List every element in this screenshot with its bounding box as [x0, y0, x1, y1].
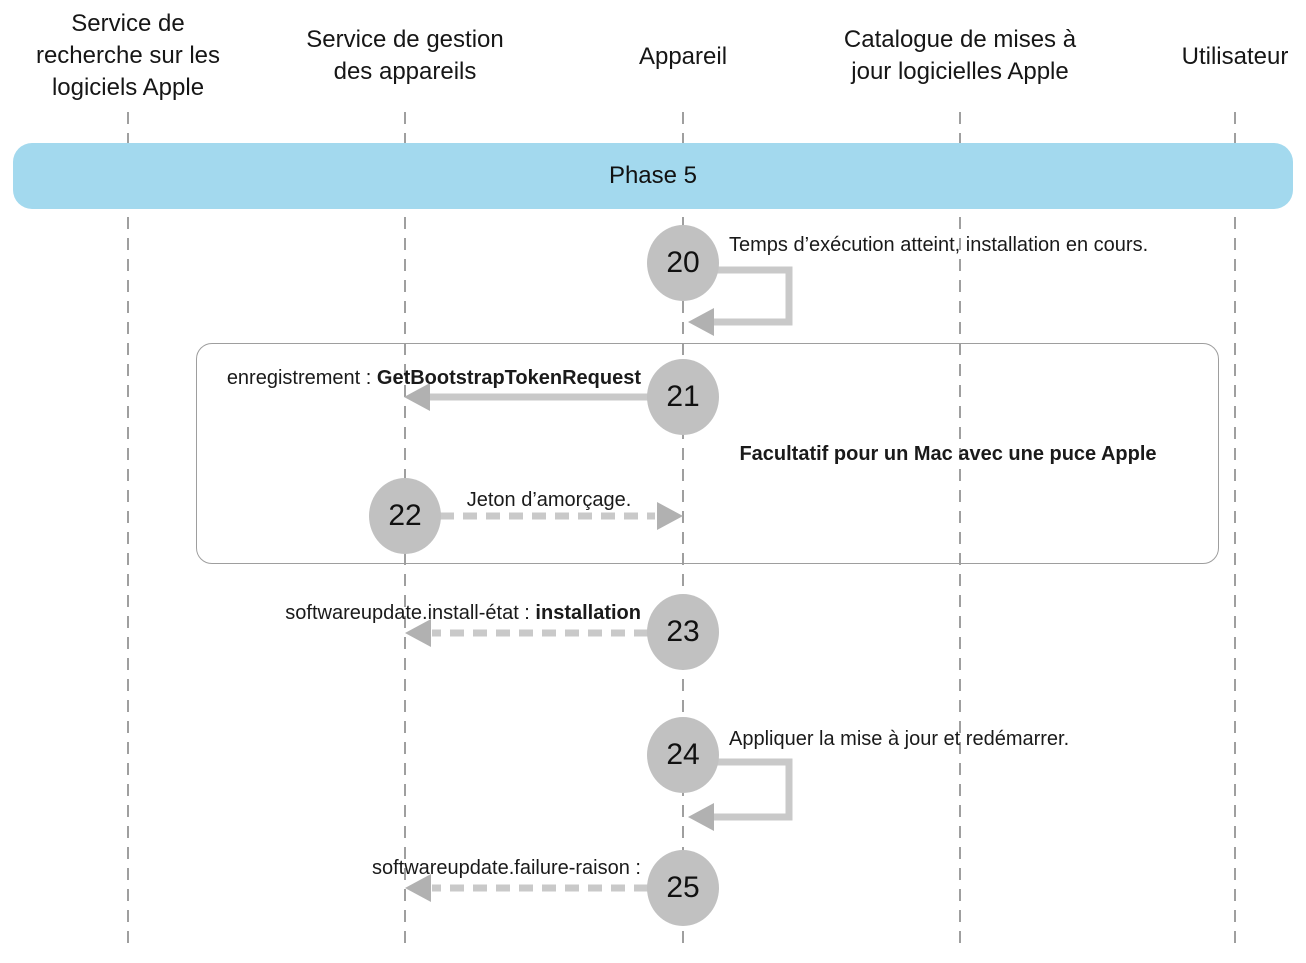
phase-banner-label: Phase 5 — [608, 162, 698, 189]
step-22-circle: 22 — [369, 478, 441, 554]
step-24-label: Appliquer la mise à jour et redémarrer. — [729, 728, 1070, 750]
step-24-circle: 24 — [647, 717, 719, 793]
lifeline-software-lookup-service — [127, 112, 129, 950]
step-22-label: Jeton d’amorçage. — [466, 489, 632, 511]
step-23-circle: 23 — [647, 594, 719, 670]
lifeline-user — [1234, 112, 1236, 950]
step-25-label: softwareupdate.failure-raison : — [371, 857, 641, 879]
actor-software-update-catalog: Catalogue de mises à jour logicielles Ap… — [843, 26, 1077, 85]
step-21-label-prefix: enregistrement : — [226, 367, 377, 389]
step-21-label: enregistrement : GetBootstrapTokenReques… — [227, 366, 641, 390]
step-23-label-prefix: softwareupdate.install-état : — [285, 602, 536, 624]
step-21-circle: 21 — [647, 359, 719, 435]
step-20-arrowhead-icon — [688, 308, 714, 336]
phase-banner: Phase 5 — [13, 143, 1293, 209]
actor-user: Utilisateur — [1181, 43, 1289, 70]
actor-mdm-service: Service de gestion des appareils — [306, 26, 504, 85]
step-20-self-loop-arrow — [705, 266, 793, 326]
optional-group-box — [196, 343, 1219, 564]
step-23-label-value: installation — [535, 602, 641, 624]
step-25-circle: 25 — [647, 850, 719, 926]
actor-device: Appareil — [638, 43, 728, 70]
step-23-label: softwareupdate.install-état : installati… — [285, 601, 641, 625]
lifeline-device — [682, 112, 684, 950]
step-21-label-value: GetBootstrapTokenRequest — [376, 367, 641, 389]
step-20-circle: 20 — [647, 225, 719, 301]
step-24-arrowhead-icon — [688, 803, 714, 831]
step-24-self-loop-arrow — [705, 758, 793, 821]
lifeline-software-update-catalog — [959, 112, 961, 950]
actor-software-lookup-service: Service de recherche sur les logiciels A… — [35, 10, 221, 101]
optional-note-label: Facultatif pour un Mac avec une puce App… — [739, 443, 1157, 465]
step-20-label: Temps d’exécution atteint, installation … — [729, 234, 1149, 256]
